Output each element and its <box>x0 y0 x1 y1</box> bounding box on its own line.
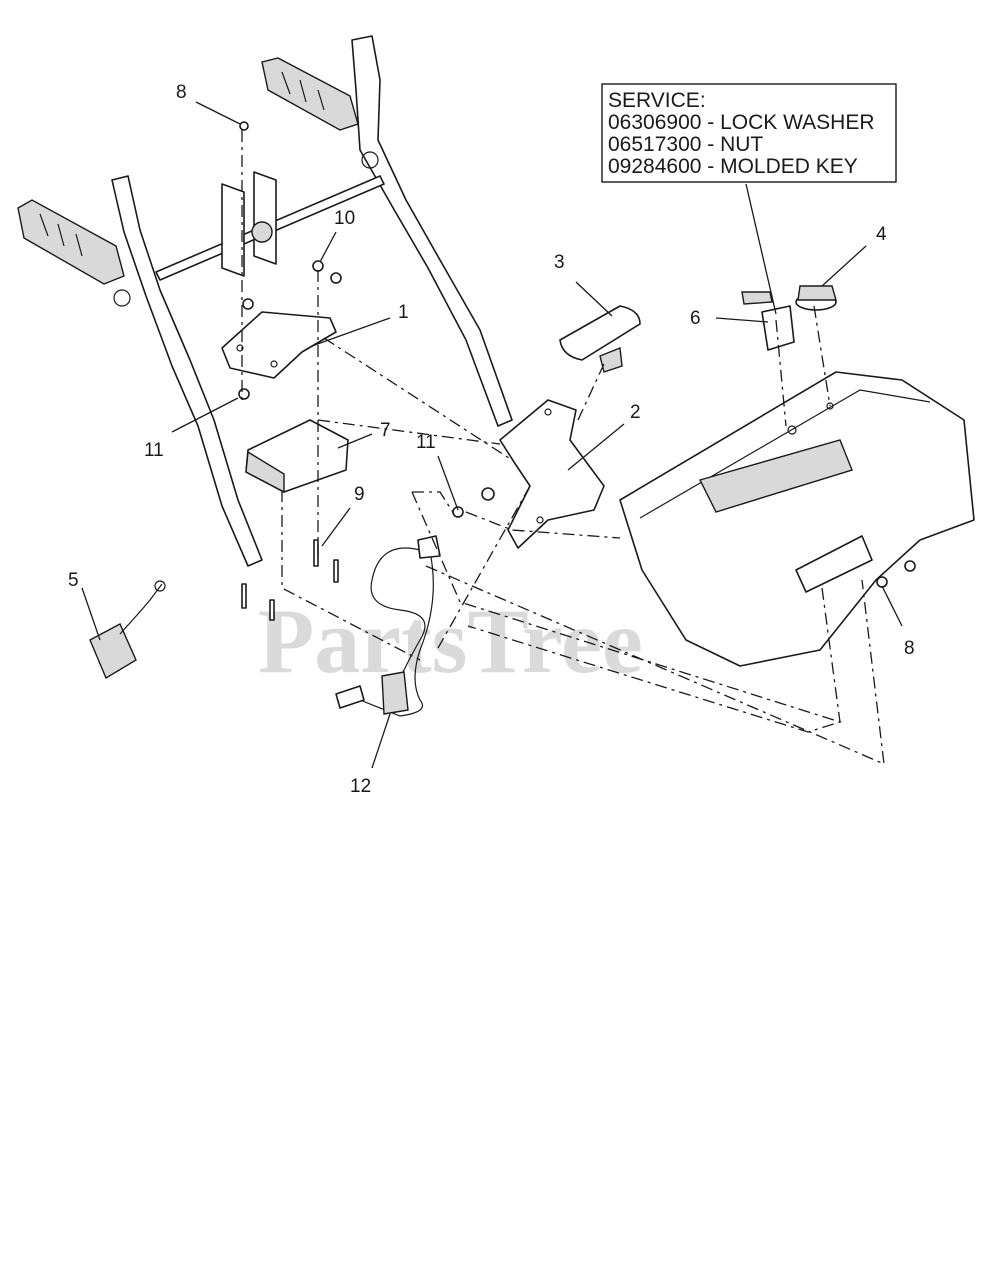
callout-8-right: 8 <box>904 638 915 659</box>
callout-numbers: 8 10 1 3 4 6 2 7 11 11 9 5 8 12 <box>68 82 915 797</box>
callout-12: 12 <box>350 776 371 797</box>
callout-9: 9 <box>354 484 365 505</box>
callout-2: 2 <box>630 402 641 423</box>
part-4-cap <box>795 285 837 311</box>
part-3-light <box>559 305 641 373</box>
part-7-control-module <box>245 419 349 494</box>
callout-4: 4 <box>876 224 887 245</box>
part-12-wiring-harness <box>335 535 441 717</box>
part-1-bracket <box>221 311 337 379</box>
callout-5: 5 <box>68 570 79 591</box>
service-line-molded-key: 09284600 - MOLDED KEY <box>608 155 858 178</box>
callout-7: 7 <box>380 420 391 441</box>
service-line-lock-washer: 06306900 - LOCK WASHER <box>608 111 875 134</box>
callout-11-center: 11 <box>416 432 436 453</box>
watermark-text: PartsTree <box>258 590 643 692</box>
service-note-box: SERVICE: 06306900 - LOCK WASHER 06517300… <box>601 83 897 183</box>
callout-1: 1 <box>398 302 409 323</box>
service-title: SERVICE: <box>608 89 706 112</box>
part-6-key-switch <box>741 291 795 351</box>
callout-11-left: 11 <box>144 440 164 461</box>
callout-8-top: 8 <box>176 82 187 103</box>
service-line-nut: 06517300 - NUT <box>608 133 763 156</box>
callout-6: 6 <box>690 308 701 329</box>
callout-3: 3 <box>554 252 565 273</box>
leader-lines <box>81 101 903 769</box>
part-2-mounting-plate <box>499 399 605 549</box>
part-5-switch-module <box>89 580 166 680</box>
assembly-lines <box>241 130 885 766</box>
console-housing <box>619 371 975 667</box>
handle-assembly <box>17 35 513 567</box>
callout-10: 10 <box>334 208 355 229</box>
